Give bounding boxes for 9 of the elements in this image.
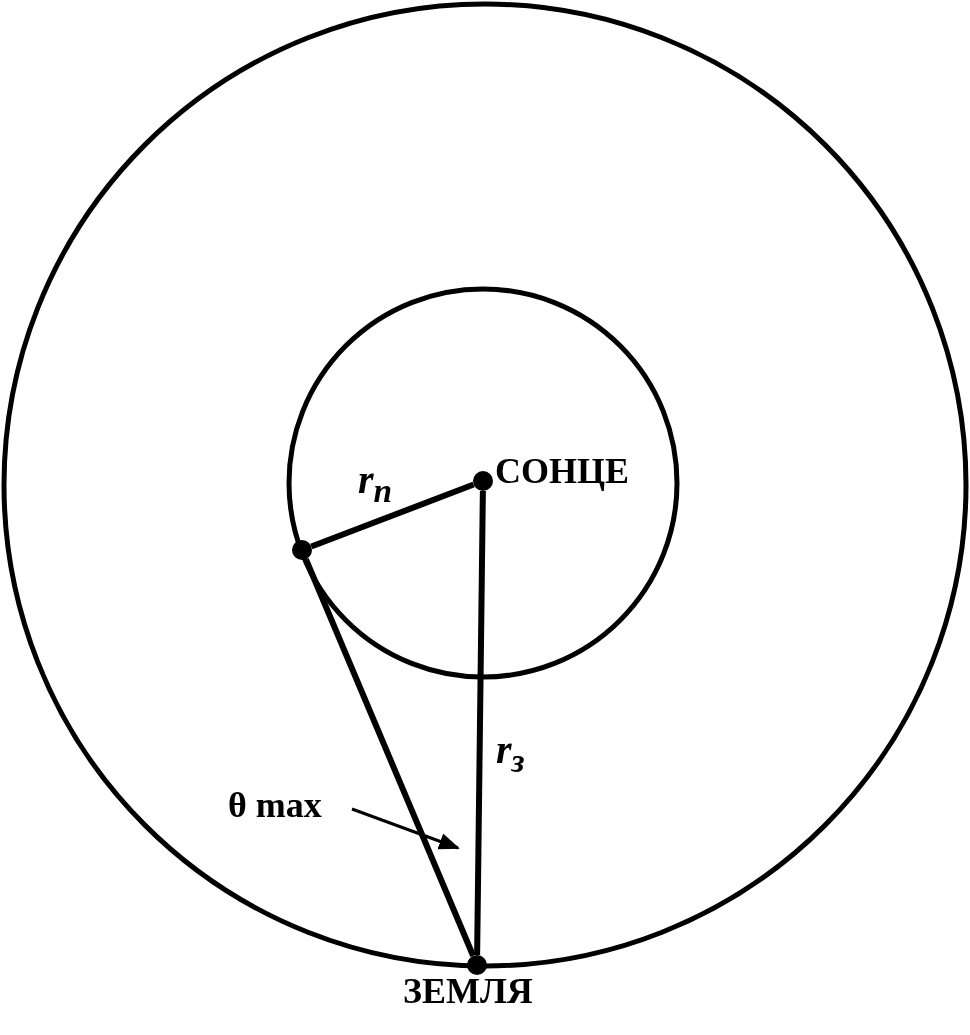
line (474, 490, 486, 956)
node-label: СОНЦЕ (495, 451, 629, 491)
node-label: ЗЕМЛЯ (403, 971, 533, 1011)
angle-label: θ max (228, 785, 322, 825)
leader-line (351, 807, 460, 850)
line (310, 481, 475, 550)
edge-label: r$_{з}$ (496, 728, 525, 781)
edge-label: r$_{п}$ (358, 458, 393, 511)
line (303, 558, 476, 957)
